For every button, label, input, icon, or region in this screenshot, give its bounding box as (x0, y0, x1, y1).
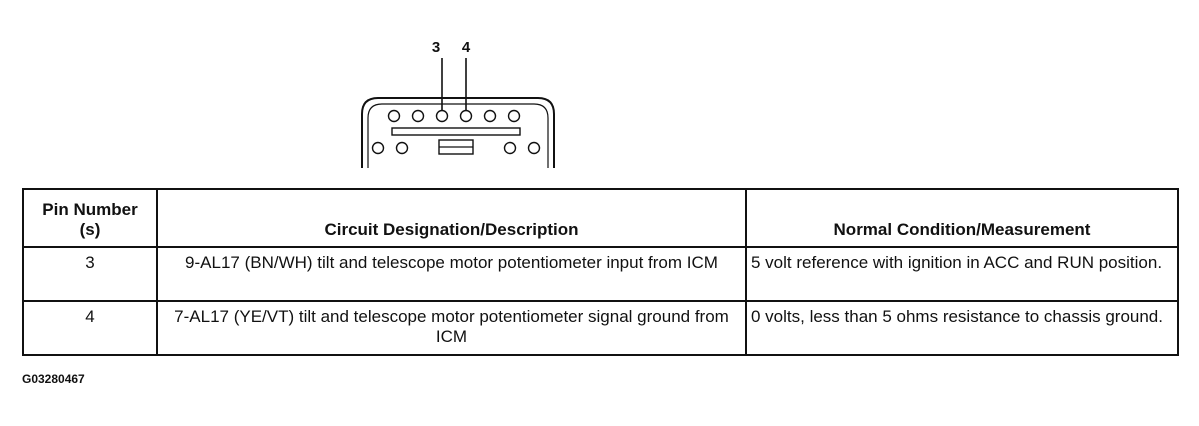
table-row: 4 7-AL17 (YE/VT) tilt and telescope moto… (22, 300, 1179, 356)
pin-cavity-3 (435, 109, 449, 123)
header-circuit-description: Circuit Designation/Description (156, 188, 747, 248)
pin-number-cell: 3 (22, 246, 158, 302)
pin-cavity (395, 141, 409, 155)
bottom-pin-row (371, 141, 541, 155)
pin-cavity (387, 109, 401, 123)
table-header-row: Pin Number (s) Circuit Designation/Descr… (22, 188, 1179, 248)
pin-number-cell: 4 (22, 300, 158, 356)
figure-id: G03280467 (22, 372, 85, 386)
header-pin-number: Pin Number (s) (22, 188, 158, 248)
circuit-description-cell: 9-AL17 (BN/WH) tilt and telescope motor … (156, 246, 747, 302)
pin-cavity (411, 109, 425, 123)
keying-bar (391, 127, 521, 136)
pin-cavity (371, 141, 385, 155)
pinout-table: Pin Number (s) Circuit Designation/Descr… (22, 188, 1179, 356)
pin-cavity (503, 141, 517, 155)
connector-housing (361, 97, 555, 168)
pin-cavity (483, 109, 497, 123)
pin-label-3: 3 (432, 39, 440, 56)
header-normal-condition: Normal Condition/Measurement (745, 188, 1179, 248)
pin-cavity (507, 109, 521, 123)
connector-diagram: 3 4 (350, 36, 560, 176)
connector-face-svg: 3 4 (361, 39, 555, 168)
measurement-cell: 0 volts, less than 5 ohms resistance to … (745, 300, 1179, 356)
pin-label-4: 4 (462, 39, 471, 56)
circuit-description-cell: 7-AL17 (YE/VT) tilt and telescope motor … (156, 300, 747, 356)
pin-cavity (527, 141, 541, 155)
pin-cavity-4 (459, 109, 473, 123)
connector-housing-inner (367, 103, 549, 168)
measurement-cell: 5 volt reference with ignition in ACC an… (745, 246, 1179, 302)
table-row: 3 9-AL17 (BN/WH) tilt and telescope moto… (22, 246, 1179, 302)
top-pin-row (387, 109, 521, 123)
